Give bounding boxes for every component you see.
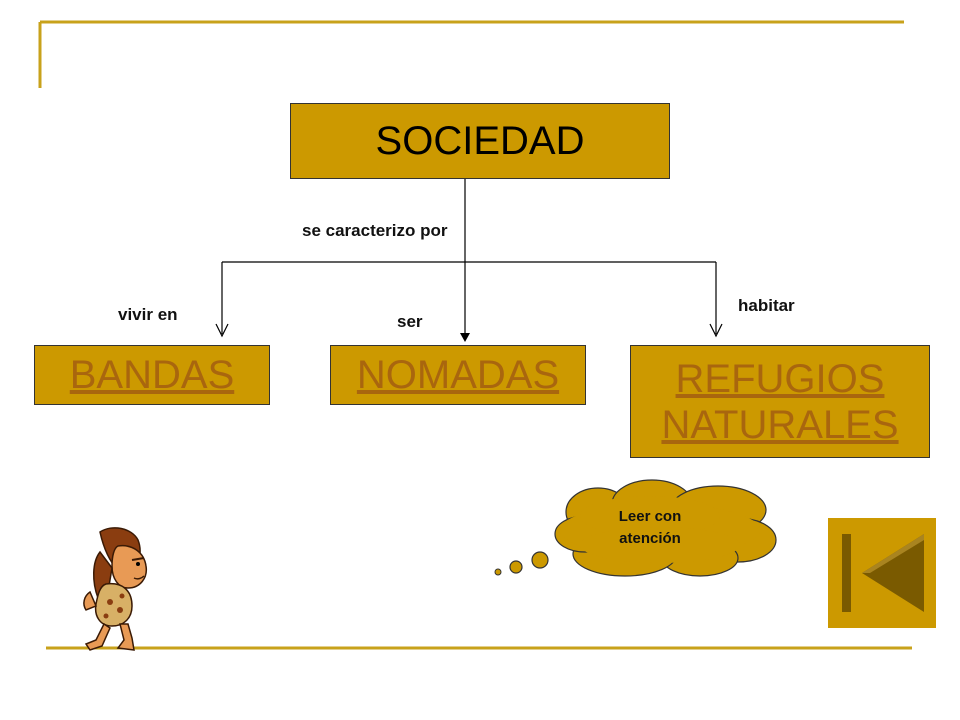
thought-bubble-text: Leer con atención: [590, 506, 710, 550]
relation-label-ser: ser: [397, 312, 423, 331]
back-to-start-button[interactable]: [828, 518, 936, 628]
thought-bubble-line2: atención: [619, 530, 681, 547]
link-refugios-naturales[interactable]: REFUGIOS NATURALES: [661, 356, 898, 448]
root-node-label: SOCIEDAD: [375, 118, 585, 163]
node-nomadas[interactable]: NOMADAS: [330, 345, 586, 405]
relation-label-habitar: habitar: [738, 296, 795, 315]
root-node-sociedad: SOCIEDAD: [290, 103, 670, 179]
node-bandas[interactable]: BANDAS: [34, 345, 270, 405]
caveman-illustration: [83, 527, 148, 651]
link-refugios-line1: REFUGIOS: [675, 356, 885, 401]
node-refugios-naturales[interactable]: REFUGIOS NATURALES: [630, 345, 930, 458]
back-to-start-icon: [828, 518, 936, 628]
connector-label: se caracterizo por: [302, 221, 448, 240]
thought-bubble-line1: Leer con: [618, 508, 682, 525]
link-nomadas[interactable]: NOMADAS: [356, 353, 560, 397]
link-refugios-line2: NATURALES: [661, 402, 899, 447]
relation-label-vivir-en: vivir en: [118, 305, 178, 324]
link-bandas[interactable]: BANDAS: [69, 353, 235, 397]
